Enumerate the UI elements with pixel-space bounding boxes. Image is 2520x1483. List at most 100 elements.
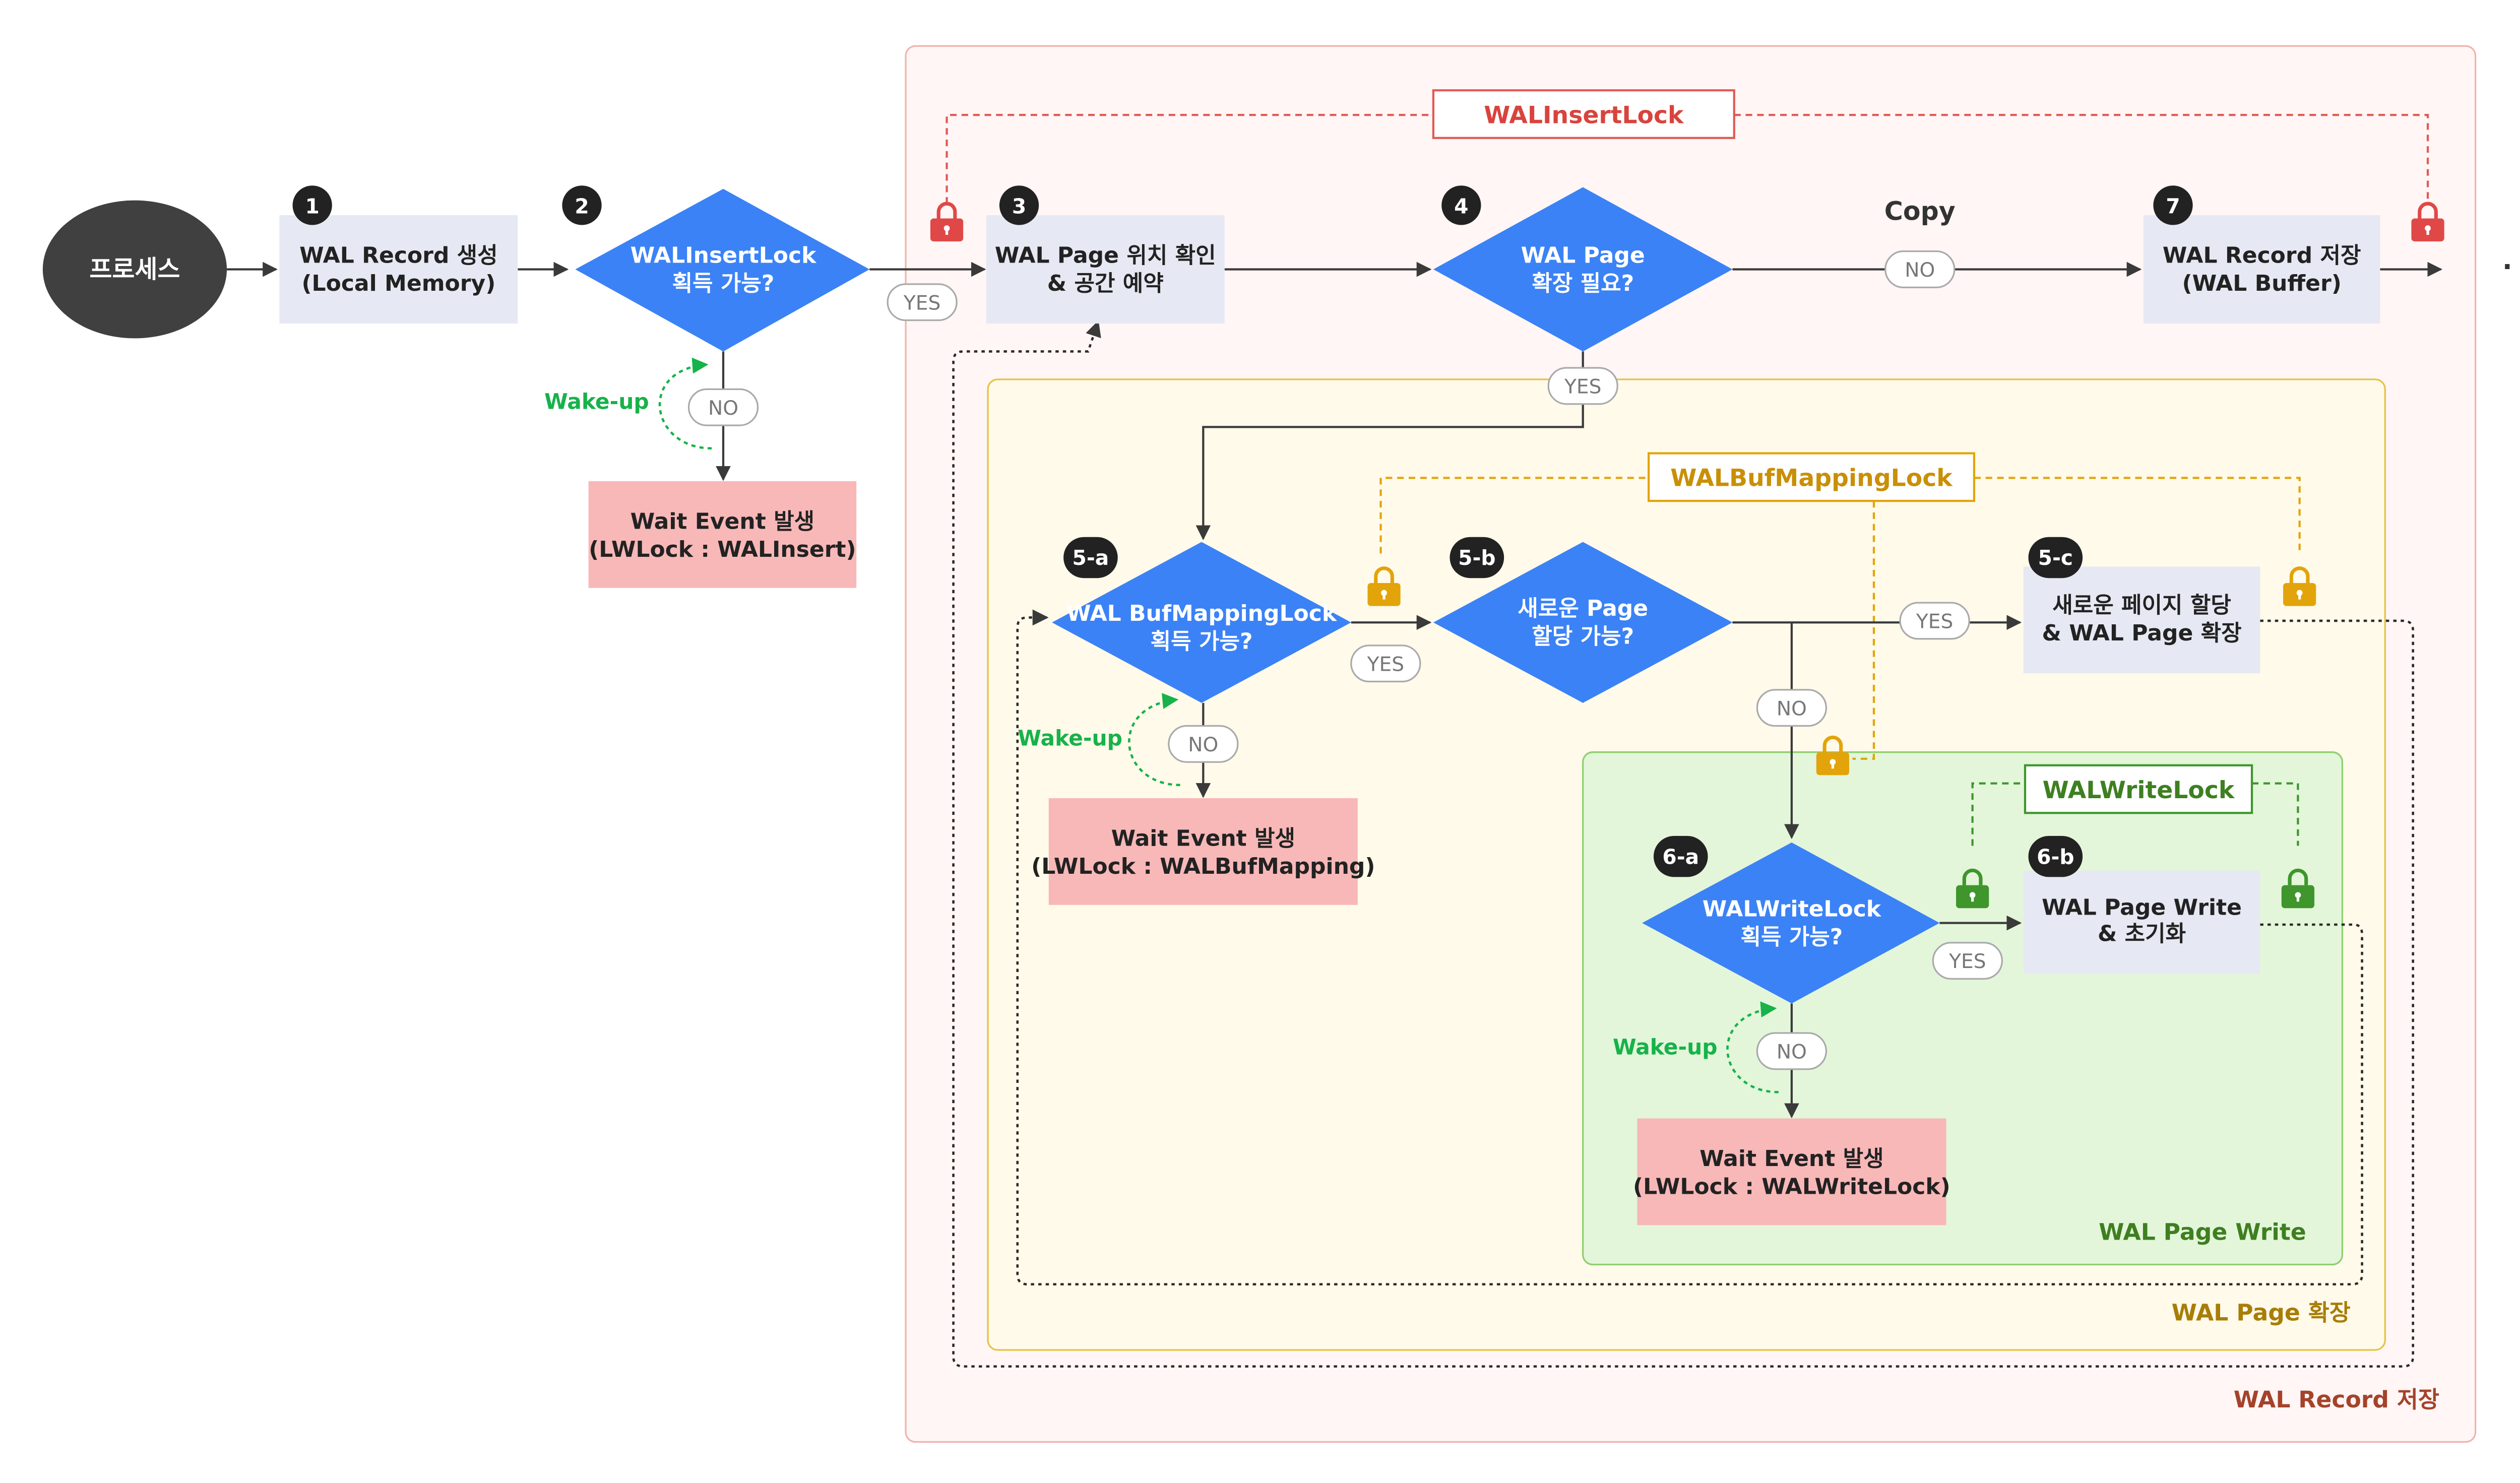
step-7-box: WAL Record 저장 (WAL Buffer): [2143, 215, 2380, 324]
svg-text:(LWLock : WALWriteLock): (LWLock : WALWriteLock): [1633, 1174, 1950, 1199]
svg-text:WAL Page 위치 확인: WAL Page 위치 확인: [995, 242, 1216, 268]
step-1-box: WAL Record 생성 (Local Memory): [279, 215, 518, 324]
yes-pill: YES: [1899, 602, 1970, 640]
svg-text:6-b: 6-b: [2037, 845, 2074, 869]
step-badge: 3: [999, 185, 1039, 225]
region-record-label: WAL Record 저장: [2234, 1386, 2439, 1413]
svg-text:& 공간 예약: & 공간 예약: [1047, 271, 1164, 296]
svg-text:Wait Event 발생: Wait Event 발생: [631, 508, 814, 534]
process-node: [42, 200, 227, 339]
step-badge: 5-b: [1450, 537, 1504, 578]
svg-text:5-b: 5-b: [1458, 546, 1495, 570]
yes-pill: YES: [1350, 644, 1421, 683]
svg-text:확장 필요?: 확장 필요?: [1532, 271, 1634, 296]
amber-lock-icon: [1367, 566, 1401, 606]
walinsertlock-label-box: [1432, 89, 1735, 139]
yes-pill: YES: [1547, 367, 1618, 405]
amber-lock-icon: [1816, 735, 1850, 776]
svg-text:5-a: 5-a: [1073, 546, 1109, 570]
region-expand-label: WAL Page 확장: [2172, 1299, 2351, 1326]
svg-text:YES: YES: [1948, 950, 1986, 973]
no-pill: NO: [1168, 725, 1239, 763]
region-write-label: WAL Page Write: [2099, 1219, 2306, 1246]
step-5b-diamond: 새로운 Page 할당 가능?: [1433, 542, 1733, 703]
svg-text:5-c: 5-c: [2038, 546, 2073, 570]
amber-lock-icon: [2283, 566, 2316, 606]
svg-text:6-a: 6-a: [1662, 845, 1699, 869]
walinsertlock-bracket: [946, 114, 2429, 204]
svg-text:WAL Record 저장: WAL Record 저장: [2163, 242, 2361, 268]
svg-text:(LWLock : WALBufMapping): (LWLock : WALBufMapping): [1031, 854, 1375, 879]
svg-text:NO: NO: [1777, 1041, 1807, 1064]
step-badge: 7: [2153, 185, 2193, 225]
walbufmappinglock-label: WALBufMappingLock: [1670, 465, 1953, 492]
step-badge: 6-a: [1653, 835, 1708, 877]
svg-text:1: 1: [305, 195, 319, 219]
walwritelock-label: WALWriteLock: [2043, 777, 2235, 804]
wait-event-walinsert: Wait Event 발생 (LWLock : WALInsert): [588, 481, 857, 588]
wait-event-walbufmapping: Wait Event 발생 (LWLock : WALBufMapping): [1031, 798, 1375, 905]
svg-text:획득 가능?: 획득 가능?: [1151, 628, 1253, 654]
svg-text:(WAL Buffer): (WAL Buffer): [2182, 271, 2341, 296]
svg-text:WAL Page: WAL Page: [1521, 242, 1645, 268]
svg-text:& WAL Page 확장: & WAL Page 확장: [2042, 620, 2241, 646]
step-2-diamond: WALInsertLock 획득 가능?: [575, 188, 870, 352]
svg-text:Wait Event 발생: Wait Event 발생: [1699, 1146, 1883, 1172]
step-5a-diamond: WAL BufMappingLock 획득 가능?: [1052, 542, 1351, 703]
yes-pill: YES: [1932, 942, 2003, 980]
svg-text:할당 가능?: 할당 가능?: [1532, 624, 1634, 650]
step-badge: 2: [562, 185, 602, 225]
svg-text:YES: YES: [1564, 376, 1601, 399]
red-lock-icon: [2411, 202, 2444, 242]
wakeup-label: Wake-up: [1613, 1035, 1718, 1059]
step-badge: 5-a: [1063, 537, 1118, 578]
yes-pill: YES: [887, 283, 958, 321]
walinsertlock-label: WALInsertLock: [1484, 101, 1684, 129]
svg-text:WAL Record 생성: WAL Record 생성: [299, 242, 498, 268]
svg-text:새로운 페이지 할당: 새로운 페이지 할당: [2052, 593, 2231, 618]
svg-text:WAL BufMappingLock: WAL BufMappingLock: [1066, 601, 1338, 626]
no-pill: NO: [1756, 689, 1828, 727]
svg-text:(Local Memory): (Local Memory): [301, 271, 495, 296]
walbufmappinglock-bracket: [1379, 477, 2301, 760]
svg-text:2: 2: [575, 195, 589, 219]
svg-text:새로운 Page: 새로운 Page: [1518, 596, 1648, 621]
step-badge: 4: [1441, 185, 1481, 225]
process-label: 프로세스: [89, 255, 180, 284]
svg-text:YES: YES: [903, 292, 940, 314]
step-4-diamond: WAL Page 확장 필요?: [1433, 187, 1733, 352]
step-6b-box: WAL Page Write & 초기화: [2023, 870, 2260, 974]
wakeup-label: Wake-up: [1018, 726, 1122, 751]
copy-label: Copy: [1884, 197, 1956, 226]
svg-text:WAL Page Write: WAL Page Write: [2042, 894, 2242, 920]
svg-text:획득 가능?: 획득 가능?: [1740, 924, 1843, 950]
svg-text:Wait Event 발생: Wait Event 발생: [1111, 825, 1295, 851]
red-lock-icon: [930, 202, 964, 242]
svg-text:획득 가능?: 획득 가능?: [672, 271, 775, 296]
svg-text:7: 7: [2166, 195, 2180, 219]
step-3-box: WAL Page 위치 확인 & 공간 예약: [986, 215, 1225, 324]
wait-event-walwritelock: Wait Event 발생 (LWLock : WALWriteLock): [1633, 1118, 1950, 1226]
svg-text:4: 4: [1454, 195, 1468, 219]
svg-text:WALWriteLock: WALWriteLock: [1703, 896, 1882, 922]
svg-text:NO: NO: [1777, 697, 1807, 720]
svg-text:YES: YES: [1916, 611, 1953, 633]
green-lock-icon: [1956, 868, 1989, 909]
step-badge: 6-b: [2028, 835, 2083, 877]
no-pill: NO: [1884, 250, 1956, 288]
svg-text:& 초기화: & 초기화: [2098, 921, 2186, 946]
svg-text:YES: YES: [1367, 653, 1404, 676]
wakeup-label: Wake-up: [544, 390, 649, 414]
walbufmappinglock-label-box: [1648, 452, 1976, 502]
svg-text:NO: NO: [1905, 259, 1935, 282]
step-6a-diamond: WALWriteLock 획득 가능?: [1642, 842, 1940, 1004]
svg-text:3: 3: [1012, 195, 1026, 219]
svg-text:NO: NO: [708, 397, 738, 420]
record-loop-path: [952, 320, 2414, 1368]
step-badge: 1: [292, 185, 332, 225]
walwritelock-label-box: [2024, 764, 2253, 814]
svg-text:NO: NO: [1188, 734, 1218, 756]
continuation-ellipsis: · · ·: [2502, 252, 2520, 283]
svg-text:WALInsertLock: WALInsertLock: [631, 242, 817, 268]
svg-text:(LWLock : WALInsert): (LWLock : WALInsert): [589, 537, 856, 562]
